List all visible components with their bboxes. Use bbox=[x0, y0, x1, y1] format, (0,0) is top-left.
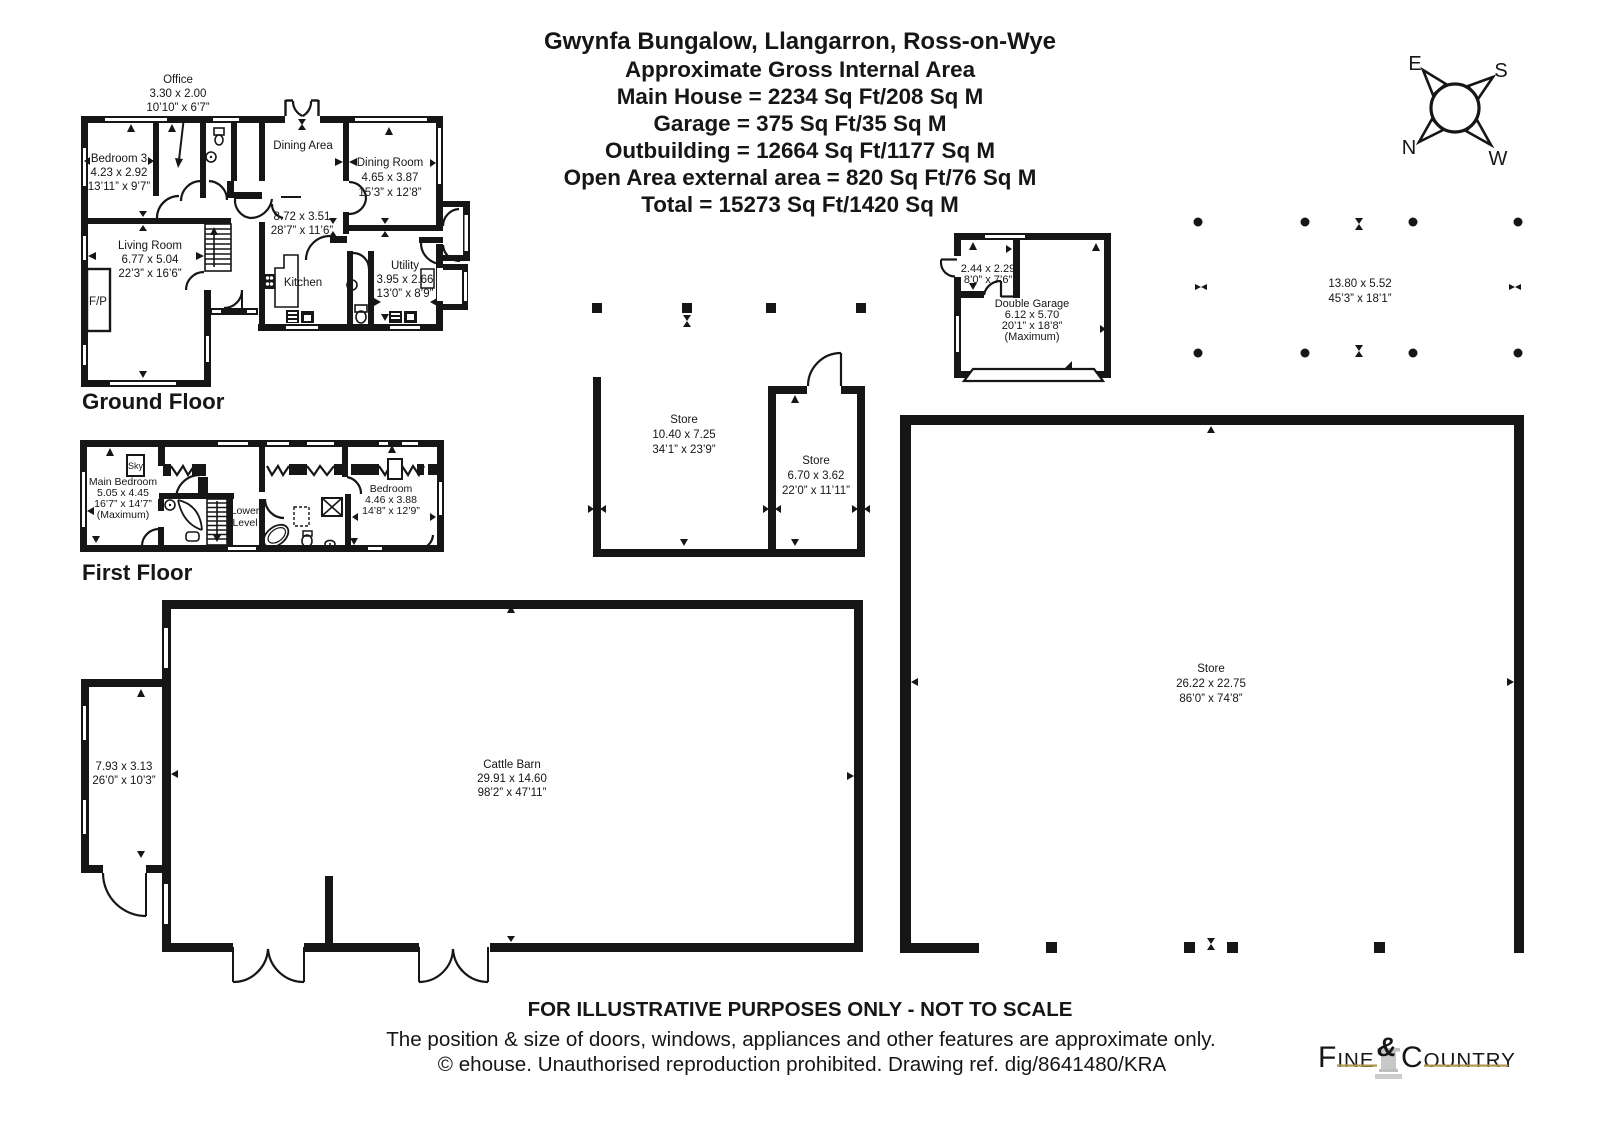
svg-text:W: W bbox=[1489, 148, 1508, 170]
svg-text:28’7” x 11’6”: 28’7” x 11’6” bbox=[271, 225, 334, 237]
svg-text:3.95 x 2.66: 3.95 x 2.66 bbox=[377, 274, 434, 286]
svg-text:8.72 x 3.51: 8.72 x 3.51 bbox=[274, 211, 331, 223]
svg-text:Bedroom: Bedroom bbox=[370, 483, 413, 495]
svg-text:Bedroom 3: Bedroom 3 bbox=[91, 153, 147, 165]
svg-text:6.77 x 5.04: 6.77 x 5.04 bbox=[122, 254, 180, 266]
svg-text:8’0” x 7’6”: 8’0” x 7’6” bbox=[964, 274, 1013, 286]
svg-text:Utility: Utility bbox=[391, 260, 419, 272]
svg-text:Dining Room: Dining Room bbox=[357, 157, 423, 169]
svg-text:Kitchen: Kitchen bbox=[284, 277, 322, 289]
svg-text:2.44 x 2.29: 2.44 x 2.29 bbox=[961, 263, 1015, 275]
svg-text:13.80 x 5.52: 13.80 x 5.52 bbox=[1328, 278, 1391, 290]
svg-text:3.30 x 2.00: 3.30 x 2.00 bbox=[150, 88, 207, 100]
svg-text:Ground Floor: Ground Floor bbox=[82, 389, 225, 414]
svg-text:98’2” x 47’11”: 98’2” x 47’11” bbox=[478, 787, 547, 799]
svg-text:E: E bbox=[1408, 53, 1421, 75]
svg-text:29.91 x 14.60: 29.91 x 14.60 bbox=[477, 773, 547, 785]
svg-text:Total = 15273 Sq Ft/1420 Sq M: Total = 15273 Sq Ft/1420 Sq M bbox=[641, 192, 959, 217]
svg-text:4.46 x 3.88: 4.46 x 3.88 bbox=[365, 494, 417, 506]
svg-text:6.12 x 5.70: 6.12 x 5.70 bbox=[1005, 309, 1059, 321]
svg-text:6.70 x 3.62: 6.70 x 3.62 bbox=[788, 470, 845, 482]
svg-text:13’11” x 9’7”: 13’11” x 9’7” bbox=[88, 181, 151, 193]
svg-text:Approximate Gross Internal Are: Approximate Gross Internal Area bbox=[625, 57, 976, 82]
svg-text:Dining Area: Dining Area bbox=[273, 140, 333, 152]
svg-text:The position & size of doors,: The position & size of doors, windows, a… bbox=[386, 1028, 1216, 1051]
svg-text:Outbuilding = 12664 Sq Ft/1177: Outbuilding = 12664 Sq Ft/1177 Sq M bbox=[605, 138, 995, 163]
svg-text:14’8” x 12’9”: 14’8” x 12’9” bbox=[362, 505, 420, 517]
svg-text:Open Area external area = 820: Open Area external area = 820 Sq Ft/76 S… bbox=[564, 165, 1037, 190]
svg-text:10’10” x 6’7”: 10’10” x 6’7” bbox=[146, 102, 209, 114]
svg-text:Main House = 2234 Sq Ft/208 Sq: Main House = 2234 Sq Ft/208 Sq M bbox=[617, 84, 983, 109]
svg-text:Sky: Sky bbox=[128, 461, 144, 471]
svg-text:Gwynfa Bungalow, Llangarron, R: Gwynfa Bungalow, Llangarron, Ross-on-Wye bbox=[544, 28, 1056, 55]
svg-text:34’1” x 23’9”: 34’1” x 23’9” bbox=[652, 444, 715, 456]
svg-text:(Maximum): (Maximum) bbox=[97, 509, 150, 521]
svg-text:22’3” x 16’6”: 22’3” x 16’6” bbox=[118, 268, 181, 280]
svg-text:15’3” x 12’8”: 15’3” x 12’8” bbox=[358, 187, 421, 199]
svg-text:45’3” x 18’1”: 45’3” x 18’1” bbox=[1328, 293, 1391, 305]
svg-text:26’0” x 10’3”: 26’0” x 10’3” bbox=[92, 775, 155, 787]
svg-text:7.93 x 3.13: 7.93 x 3.13 bbox=[96, 761, 153, 773]
svg-text:&: & bbox=[1377, 1032, 1397, 1062]
svg-text:4.65 x 3.87: 4.65 x 3.87 bbox=[362, 172, 419, 184]
svg-text:Cattle Barn: Cattle Barn bbox=[483, 759, 541, 771]
svg-text:Main Bedroom: Main Bedroom bbox=[89, 476, 158, 488]
svg-text:86’0” x 74’8”: 86’0” x 74’8” bbox=[1179, 693, 1242, 705]
svg-text:20’1” x 18’8”: 20’1” x 18’8” bbox=[1002, 320, 1063, 332]
svg-text:S: S bbox=[1494, 60, 1507, 82]
svg-text:16’7” x 14’7”: 16’7” x 14’7” bbox=[94, 498, 152, 510]
svg-text:Store: Store bbox=[670, 414, 698, 426]
svg-text:Garage = 375 Sq Ft/35 Sq M: Garage = 375 Sq Ft/35 Sq M bbox=[653, 111, 946, 136]
svg-text:Living Room: Living Room bbox=[118, 240, 182, 252]
svg-text:Double Garage: Double Garage bbox=[995, 298, 1070, 310]
svg-text:© ehouse. Unauthorised reprodu: © ehouse. Unauthorised reproduction proh… bbox=[438, 1053, 1167, 1076]
svg-text:Office: Office bbox=[163, 74, 193, 86]
svg-text:First Floor: First Floor bbox=[82, 560, 193, 585]
svg-text:22’0” x 11’11”: 22’0” x 11’11” bbox=[782, 485, 850, 497]
svg-text:5.05 x 4.45: 5.05 x 4.45 bbox=[97, 487, 149, 499]
svg-text:Store: Store bbox=[1197, 663, 1225, 675]
svg-text:(Maximum): (Maximum) bbox=[1005, 331, 1060, 343]
svg-text:10.40 x 7.25: 10.40 x 7.25 bbox=[652, 429, 715, 441]
svg-text:Level: Level bbox=[232, 517, 257, 529]
svg-text:13’0” x 8’9”: 13’0” x 8’9” bbox=[377, 288, 434, 300]
svg-text:Store: Store bbox=[802, 455, 830, 467]
svg-text:Lower: Lower bbox=[231, 505, 260, 517]
svg-text:4.23 x 2.92: 4.23 x 2.92 bbox=[91, 167, 148, 179]
svg-text:26.22 x 22.75: 26.22 x 22.75 bbox=[1176, 678, 1246, 690]
svg-text:F/P: F/P bbox=[89, 296, 107, 308]
svg-text:N: N bbox=[1402, 137, 1416, 159]
svg-text:FOR ILLUSTRATIVE PURPOSES ONLY: FOR ILLUSTRATIVE PURPOSES ONLY - NOT TO … bbox=[528, 998, 1073, 1021]
